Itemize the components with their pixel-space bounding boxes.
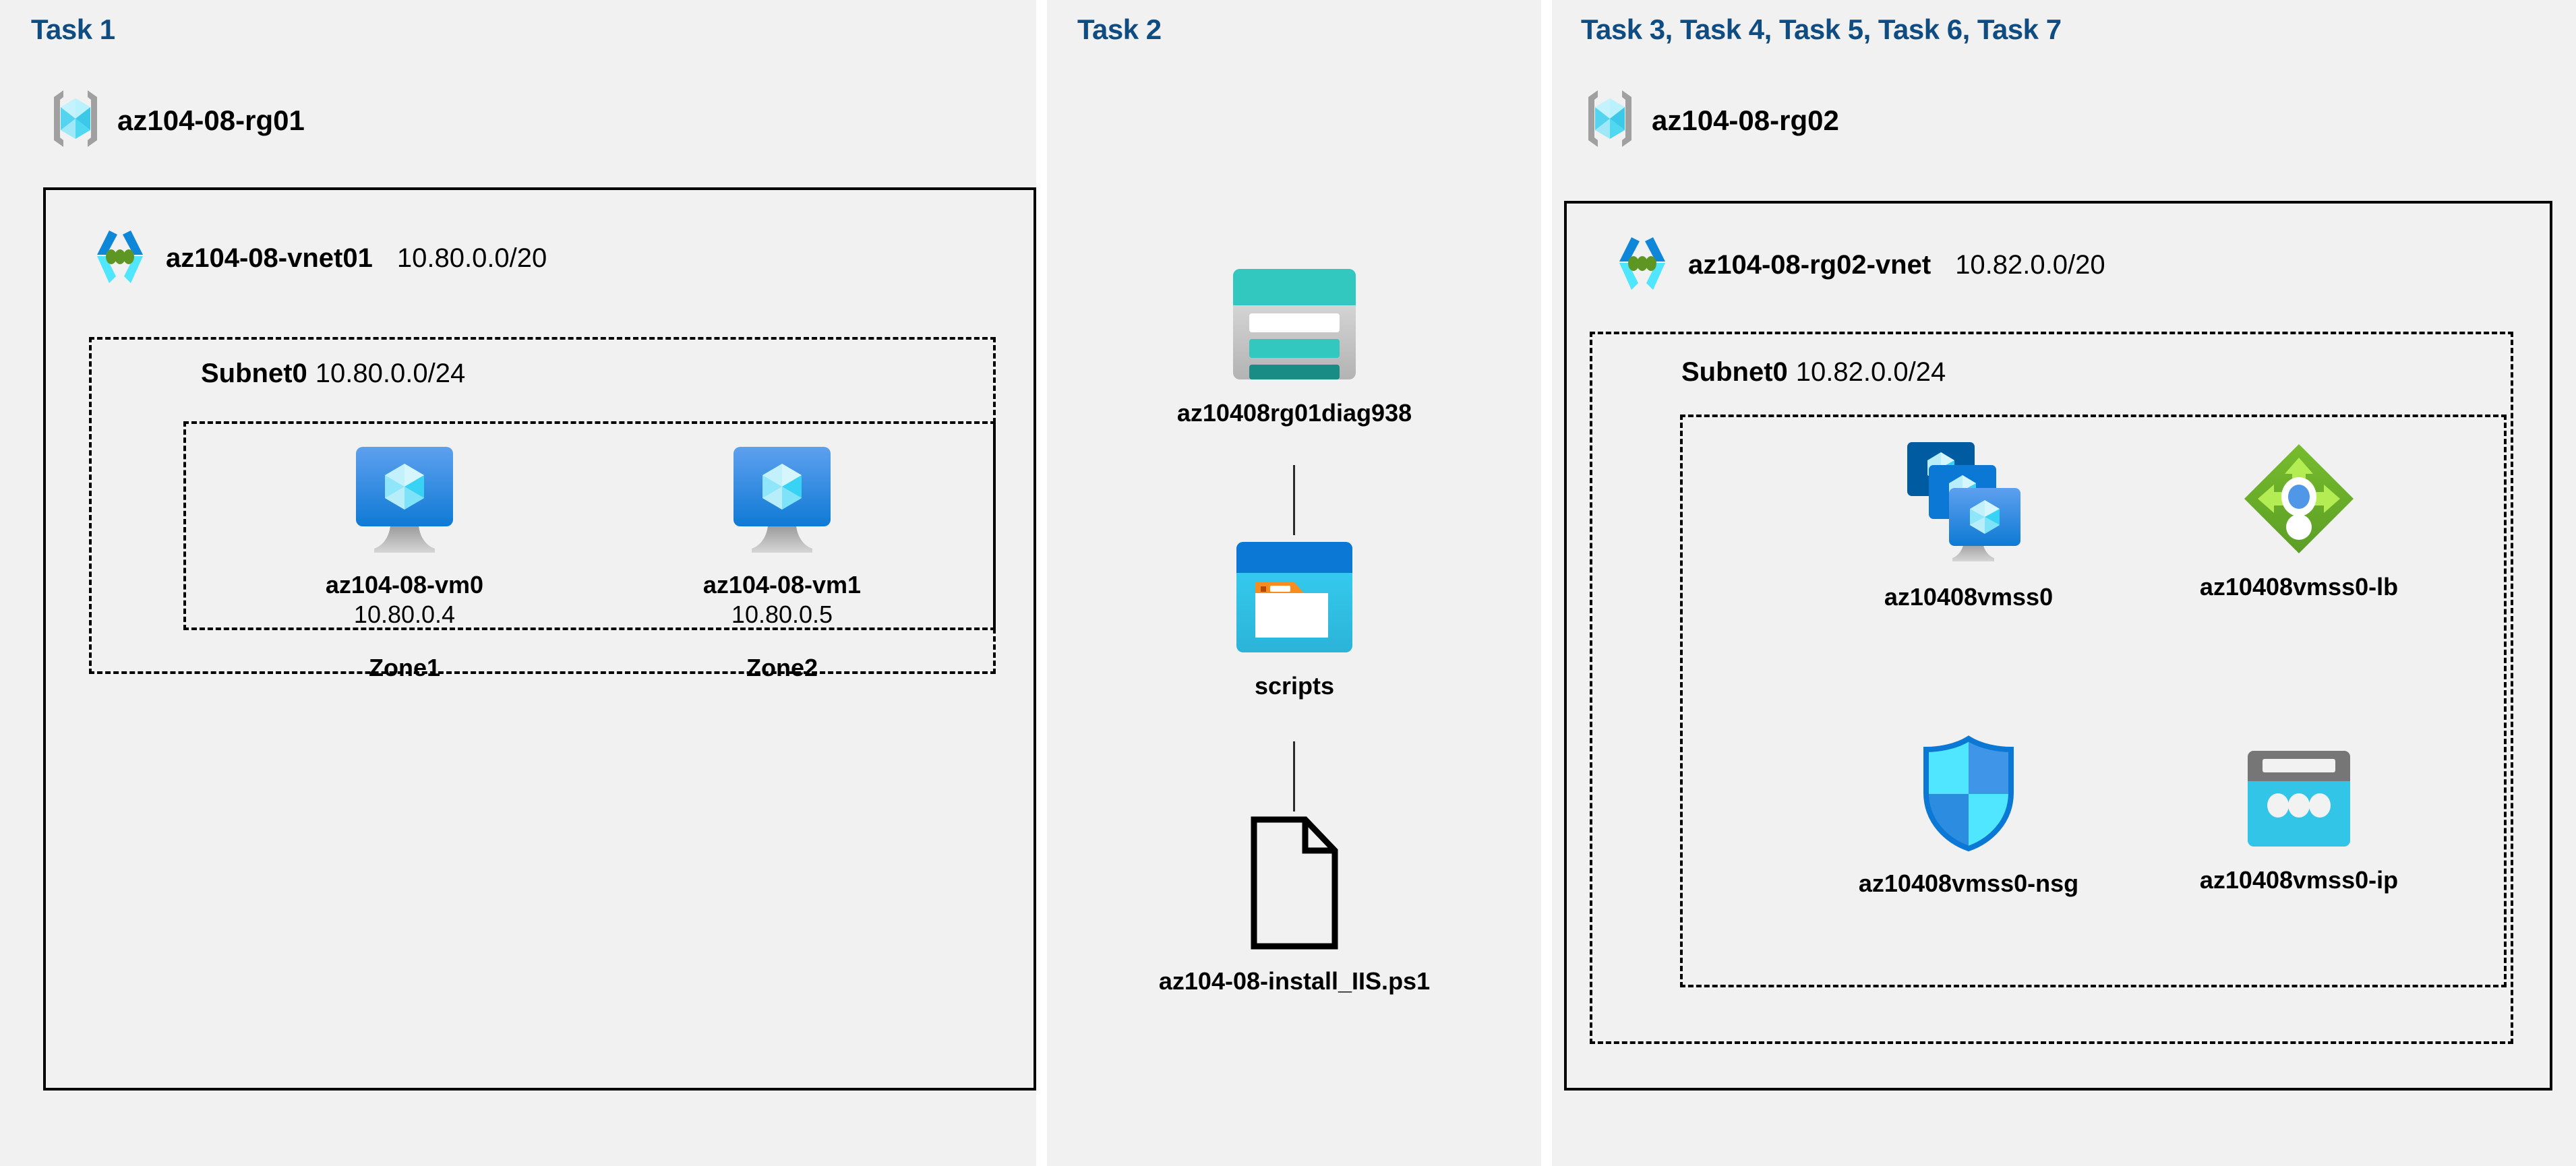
script-file-node[interactable]: az104-08-install_IIS.ps1 xyxy=(1079,816,1510,995)
public-ip-address-node[interactable]: az10408vmss0-ip xyxy=(2110,748,2488,894)
task1-vnet-header: az104-08-vnet01 10.80.0.0/20 xyxy=(89,228,547,289)
resource-group-icon xyxy=(1583,88,1637,153)
network-security-group-node[interactable]: az10408vmss0-nsg xyxy=(1780,735,2157,898)
task3-resource-group-name: az104-08-rg02 xyxy=(1652,104,1839,136)
load-balancer-node[interactable]: az10408vmss0-lb xyxy=(2110,441,2488,601)
task1-resource-group-name: az104-08-rg01 xyxy=(117,104,305,136)
virtual-machine-icon xyxy=(731,445,833,557)
vm-zone-label: Zone2 xyxy=(746,654,818,682)
network-security-group-icon xyxy=(1918,735,2019,856)
vm-name-label: az104-08-vm0 xyxy=(325,571,484,599)
vm-ip-label: 10.80.0.5 xyxy=(731,601,833,629)
task1-subnet-name: Subnet0 xyxy=(201,359,307,388)
task3-vnet-cidr: 10.82.0.0/20 xyxy=(1955,250,2105,280)
load-balancer-name: az10408vmss0-lb xyxy=(2199,573,2399,601)
vm-name-label: az104-08-vm1 xyxy=(702,571,862,599)
vm-node-az104-08-vm1[interactable]: az104-08-vm1 10.80.0.5 Zone2 xyxy=(634,445,930,682)
load-balancer-icon xyxy=(2242,441,2356,559)
script-file-icon xyxy=(1250,816,1339,954)
blob-container-name: scripts xyxy=(1254,672,1335,700)
script-file-name: az104-08-install_IIS.ps1 xyxy=(1158,967,1431,995)
task1-vnet-name: az104-08-vnet01 xyxy=(166,243,373,273)
blob-container-icon xyxy=(1234,539,1355,658)
task1-subnet-label: Subnet0 10.80.0.0/24 xyxy=(201,359,465,389)
public-ip-address-icon xyxy=(2245,748,2353,853)
task3-subnet-cidr: 10.82.0.0/24 xyxy=(1795,357,1946,387)
public-ip-address-name: az10408vmss0-ip xyxy=(2199,866,2399,894)
vmss-name: az10408vmss0 xyxy=(1884,583,2054,611)
task3-heading: Task 3, Task 4, Task 5, Task 6, Task 7 xyxy=(1581,13,2062,45)
task3-panel xyxy=(1552,0,2576,1166)
storage-account-icon xyxy=(1230,266,1358,386)
task1-vnet-cidr: 10.80.0.0/20 xyxy=(396,243,547,273)
virtual-machine-icon xyxy=(354,445,455,557)
task1-heading: Task 1 xyxy=(31,13,115,45)
virtual-network-icon xyxy=(1611,235,1673,296)
vmss-node[interactable]: az10408vmss0 xyxy=(1780,438,2157,611)
task3-resource-group-box xyxy=(1680,415,2507,987)
task1-resource-group: az104-08-rg01 xyxy=(49,88,305,153)
task3-vnet-header: az104-08-rg02-vnet 10.82.0.0/20 xyxy=(1611,235,2105,296)
vm-scale-set-icon xyxy=(1905,438,2033,570)
task1-panel xyxy=(0,0,1036,1166)
task2-heading: Task 2 xyxy=(1077,13,1162,45)
storage-account-node[interactable]: az10408rg01diag938 xyxy=(1112,266,1476,427)
vm-node-az104-08-vm0[interactable]: az104-08-vm0 10.80.0.4 Zone1 xyxy=(256,445,553,682)
virtual-network-icon xyxy=(89,228,151,289)
connector-scripts-to-script-file xyxy=(1293,741,1295,811)
vm-zone-label: Zone1 xyxy=(368,654,440,682)
task1-subnet-cidr: 10.80.0.0/24 xyxy=(315,359,466,388)
task1-vnet-box xyxy=(43,187,1036,1091)
storage-account-name: az10408rg01diag938 xyxy=(1176,399,1412,427)
task3-subnet-box xyxy=(1590,332,2513,1044)
task3-resource-group: az104-08-rg02 xyxy=(1583,88,1839,153)
task1-vm-group-box xyxy=(183,421,996,630)
blob-container-node[interactable]: scripts xyxy=(1112,539,1476,700)
task3-vnet-box xyxy=(1564,201,2552,1091)
connector-storage-to-scripts xyxy=(1293,465,1295,535)
resource-group-icon xyxy=(49,88,102,153)
network-security-group-name: az10408vmss0-nsg xyxy=(1858,869,2079,897)
vm-ip-label: 10.80.0.4 xyxy=(353,601,456,629)
task3-vnet-name: az104-08-rg02-vnet xyxy=(1688,250,1931,280)
task3-subnet-name: Subnet0 xyxy=(1681,357,1788,387)
